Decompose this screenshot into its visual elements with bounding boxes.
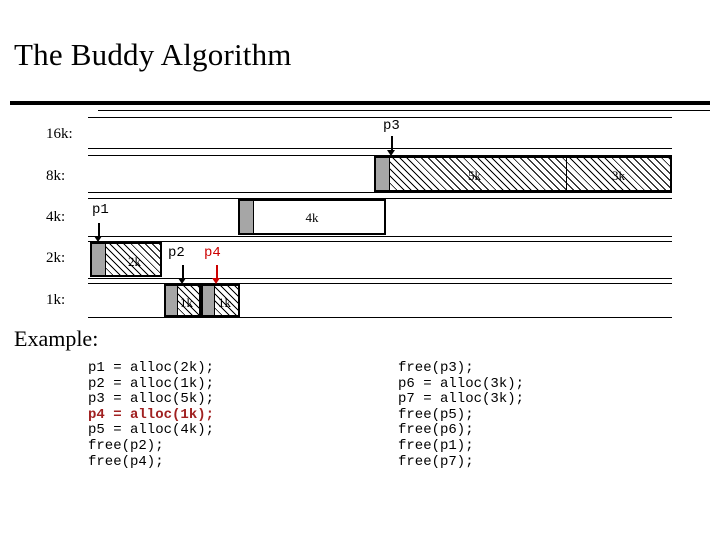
row-line-16k-top	[88, 117, 672, 118]
row-line-4k-top	[88, 198, 672, 199]
example-heading: Example:	[14, 326, 99, 351]
page-title: The Buddy Algorithm	[14, 37, 292, 72]
code-listing-left: p1 = alloc(2k);p2 = alloc(1k);p3 = alloc…	[88, 360, 215, 470]
code-line: p2 = alloc(1k);	[88, 375, 215, 392]
row-line-1k-bottom	[88, 317, 672, 318]
code-line: free(p6);	[398, 422, 474, 439]
row-label-1k: 1k:	[46, 292, 66, 308]
pointer-label-p3: p3	[383, 118, 400, 134]
row-line-8k-bottom	[88, 192, 672, 193]
pointer-arrow-p2	[178, 265, 187, 284]
block-gray-marker	[92, 244, 106, 275]
code-listing-right: free(p3);p6 = alloc(3k);p7 = alloc(3k);f…	[398, 360, 525, 470]
block-label-3k: 3k	[612, 168, 625, 183]
code-line: free(p4);	[88, 453, 164, 470]
row-line-2k-bottom	[88, 278, 672, 279]
row-line-1k-top	[88, 283, 672, 284]
block-label-1k: 1k	[180, 295, 193, 310]
code-line: free(p7);	[398, 453, 474, 470]
row-line-8k-top	[88, 155, 672, 156]
block-divider-5k-3k	[566, 158, 567, 190]
code-line: free(p1);	[398, 437, 474, 454]
code-line: p4 = alloc(1k);	[88, 406, 215, 423]
block-label-1k: 1k	[218, 295, 231, 310]
row-label-2k: 2k:	[46, 250, 66, 266]
code-line: p6 = alloc(3k);	[398, 375, 525, 392]
code-line: p5 = alloc(4k);	[88, 422, 215, 439]
block-1k-first: 1k	[164, 284, 201, 317]
row-line-16k-bottom	[88, 148, 672, 149]
block-gray-marker	[240, 201, 254, 233]
block-gray-marker	[376, 158, 390, 190]
buddy-memory-diagram: 16k: 8k: 4k: 2k: 1k: p3 5k 3k p1 4k 2k p	[46, 117, 672, 318]
row-label-8k: 8k:	[46, 168, 66, 184]
row-line-2k-top	[88, 241, 672, 242]
block-2k-allocated: 2k	[90, 242, 162, 277]
code-line: p3 = alloc(5k);	[88, 391, 215, 408]
title-rule-thin	[98, 110, 710, 111]
row-label-16k: 16k:	[46, 126, 73, 142]
pointer-label-p1: p1	[92, 202, 109, 218]
row-line-4k-bottom	[88, 236, 672, 237]
title-rule-thick	[10, 101, 710, 105]
pointer-arrow-p3	[387, 136, 396, 156]
block-1k-second: 1k	[201, 284, 240, 317]
pointer-label-p2: p2	[168, 245, 185, 261]
block-4k-free: 4k	[238, 199, 386, 235]
block-hatch-fill	[177, 286, 199, 315]
block-8k-allocated: 5k 3k	[374, 156, 672, 192]
code-line: p1 = alloc(2k);	[88, 360, 215, 376]
block-label-2k: 2k	[128, 254, 141, 269]
code-line: free(p3);	[398, 360, 474, 376]
block-label-4k: 4k	[305, 209, 319, 225]
pointer-arrow-p4	[212, 265, 221, 284]
code-line: p7 = alloc(3k);	[398, 391, 525, 408]
row-label-4k: 4k:	[46, 209, 66, 225]
pointer-arrow-p1	[94, 223, 103, 242]
block-hatch-fill	[389, 158, 670, 190]
block-label-5k: 5k	[468, 168, 481, 183]
pointer-label-p4: p4	[204, 245, 221, 261]
block-hatch-fill	[105, 244, 160, 275]
block-hatch-fill	[214, 286, 238, 315]
code-line: free(p5);	[398, 406, 474, 423]
code-line: free(p2);	[88, 437, 164, 454]
